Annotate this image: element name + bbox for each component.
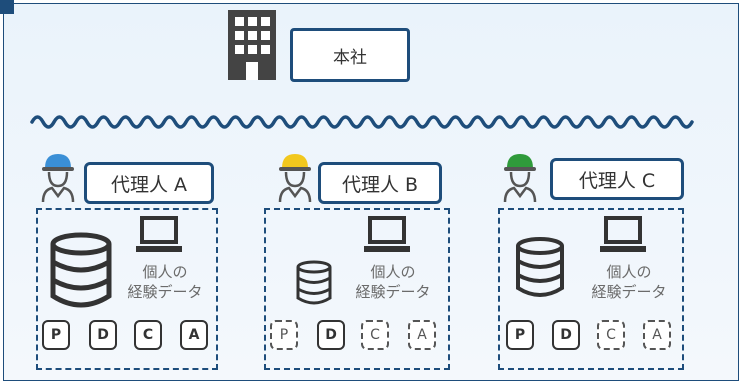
caption-line-1: 個人の [142,263,188,281]
pdca-p-badge: P [270,320,298,350]
caption-line-2: 経験データ [591,283,667,301]
building-icon [228,10,276,80]
worker-icon [503,154,537,203]
helmet-b [282,154,308,168]
pdca-a-badge: A [643,320,671,350]
laptop-icon [600,216,646,252]
laptop-icon [136,216,182,252]
worker-icon [41,154,75,203]
agent-c-label: 代理人 C [550,158,684,200]
agent-b-label: 代理人 B [318,162,442,204]
database-icon [296,260,332,305]
agent-c-group [498,208,684,370]
laptop-icon [364,216,410,252]
caption-line-1: 個人の [370,263,416,281]
agent-b-group [264,208,450,370]
pdca-a-badge: A [180,320,208,350]
wave-divider [30,115,694,129]
pdca-c-badge: C [597,320,625,350]
database-icon [516,237,564,297]
helmet-c [507,154,533,168]
agent-b-data-caption: 個人の 経験データ [338,262,448,302]
pdca-c-badge: C [361,320,389,350]
worker-icon [278,154,312,203]
agent-a-group [36,208,218,370]
database-icon [50,232,112,308]
pdca-d-badge: D [552,320,580,350]
pdca-d-badge: D [89,320,117,350]
caption-line-2: 経験データ [355,283,431,301]
caption-line-1: 個人の [606,263,652,281]
pdca-d-badge: D [317,320,345,350]
helmet-a [45,154,71,168]
pdca-p-badge: P [506,320,534,350]
pdca-a-badge: A [408,320,436,350]
corner-mark [0,0,14,14]
pdca-c-badge: C [134,320,162,350]
headquarters-label: 本社 [290,28,410,82]
caption-line-2: 経験データ [127,283,203,301]
agent-c-data-caption: 個人の 経験データ [574,262,684,302]
pdca-p-badge: P [42,320,70,350]
agent-a-data-caption: 個人の 経験データ [110,262,220,302]
agent-a-label: 代理人 A [84,162,214,204]
